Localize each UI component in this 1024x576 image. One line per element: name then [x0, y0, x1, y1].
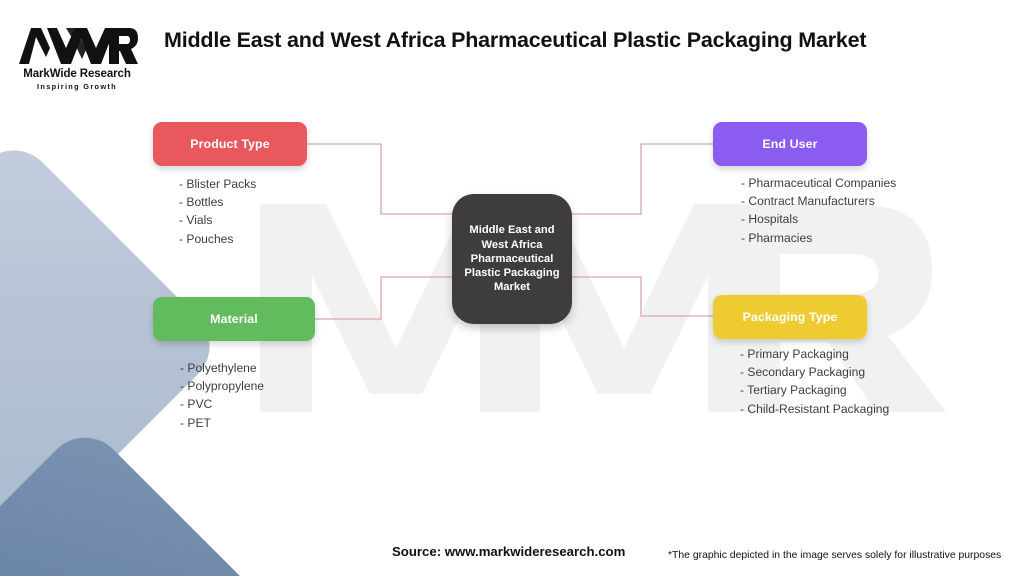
disclaimer-note: *The graphic depicted in the image serve…: [668, 550, 1002, 561]
logo-tagline: Inspiring Growth: [37, 82, 117, 91]
list-item: - Bottles: [179, 195, 224, 210]
list-item: - Tertiary Packaging: [740, 383, 847, 398]
source-label: Source: www.markwideresearch.com: [392, 544, 626, 559]
branch-items-product-type: - Blister Packs - Bottles - Vials - Pouches: [179, 175, 256, 248]
list-item: - Child-Resistant Packaging: [740, 401, 890, 416]
connector-product-type: [307, 143, 452, 215]
list-item: - Polyethylene: [180, 361, 257, 375]
branch-header-packaging-type[interactable]: Packaging Type: [713, 295, 867, 339]
branch-label-packaging-type: Packaging Type: [742, 310, 838, 324]
branch-items-material: - Polyethylene - Polypropylene - PVC - PET: [180, 359, 264, 432]
list-item: - Pharmacies: [741, 230, 813, 245]
center-node: Middle East and West Africa Pharmaceutic…: [452, 194, 572, 324]
branch-items-packaging-type: - Primary Packaging - Secondary Packaging…: [740, 345, 889, 418]
branch-header-product-type[interactable]: Product Type: [153, 122, 307, 166]
branch-header-material[interactable]: Material: [153, 297, 315, 341]
list-item: - Polypropylene: [180, 379, 265, 394]
list-item: - Hospitals: [741, 212, 799, 227]
list-item: - PVC: [180, 397, 213, 412]
mwr-logo-icon: [19, 28, 138, 64]
branch-label-material: Material: [210, 312, 258, 326]
logo-company-name: MarkWide Research: [23, 68, 131, 80]
list-item: - Pouches: [179, 231, 234, 246]
list-item: - Vials: [179, 213, 213, 228]
list-item: - Blister Packs: [179, 177, 257, 191]
decorative-shape-dark: [0, 421, 276, 576]
list-item: - Primary Packaging: [740, 347, 849, 361]
list-item: - Secondary Packaging: [740, 365, 866, 380]
branch-items-end-user: - Pharmaceutical Companies - Contract Man…: [741, 174, 896, 247]
list-item: - Contract Manufacturers: [741, 194, 875, 209]
connector-packaging-type: [572, 276, 713, 317]
connector-material: [315, 276, 452, 320]
brand-logo: MarkWide Research Inspiring Growth: [16, 25, 138, 91]
list-item: - PET: [180, 415, 211, 430]
branch-label-product-type: Product Type: [190, 137, 270, 151]
center-node-label: Middle East and West Africa Pharmaceutic…: [464, 224, 560, 294]
list-item: - Pharmaceutical Companies: [741, 176, 897, 190]
branch-label-end-user: End User: [762, 137, 818, 151]
connector-end-user: [572, 143, 713, 215]
branch-header-end-user[interactable]: End User: [713, 122, 867, 166]
page-title: Middle East and West Africa Pharmaceutic…: [164, 28, 867, 52]
